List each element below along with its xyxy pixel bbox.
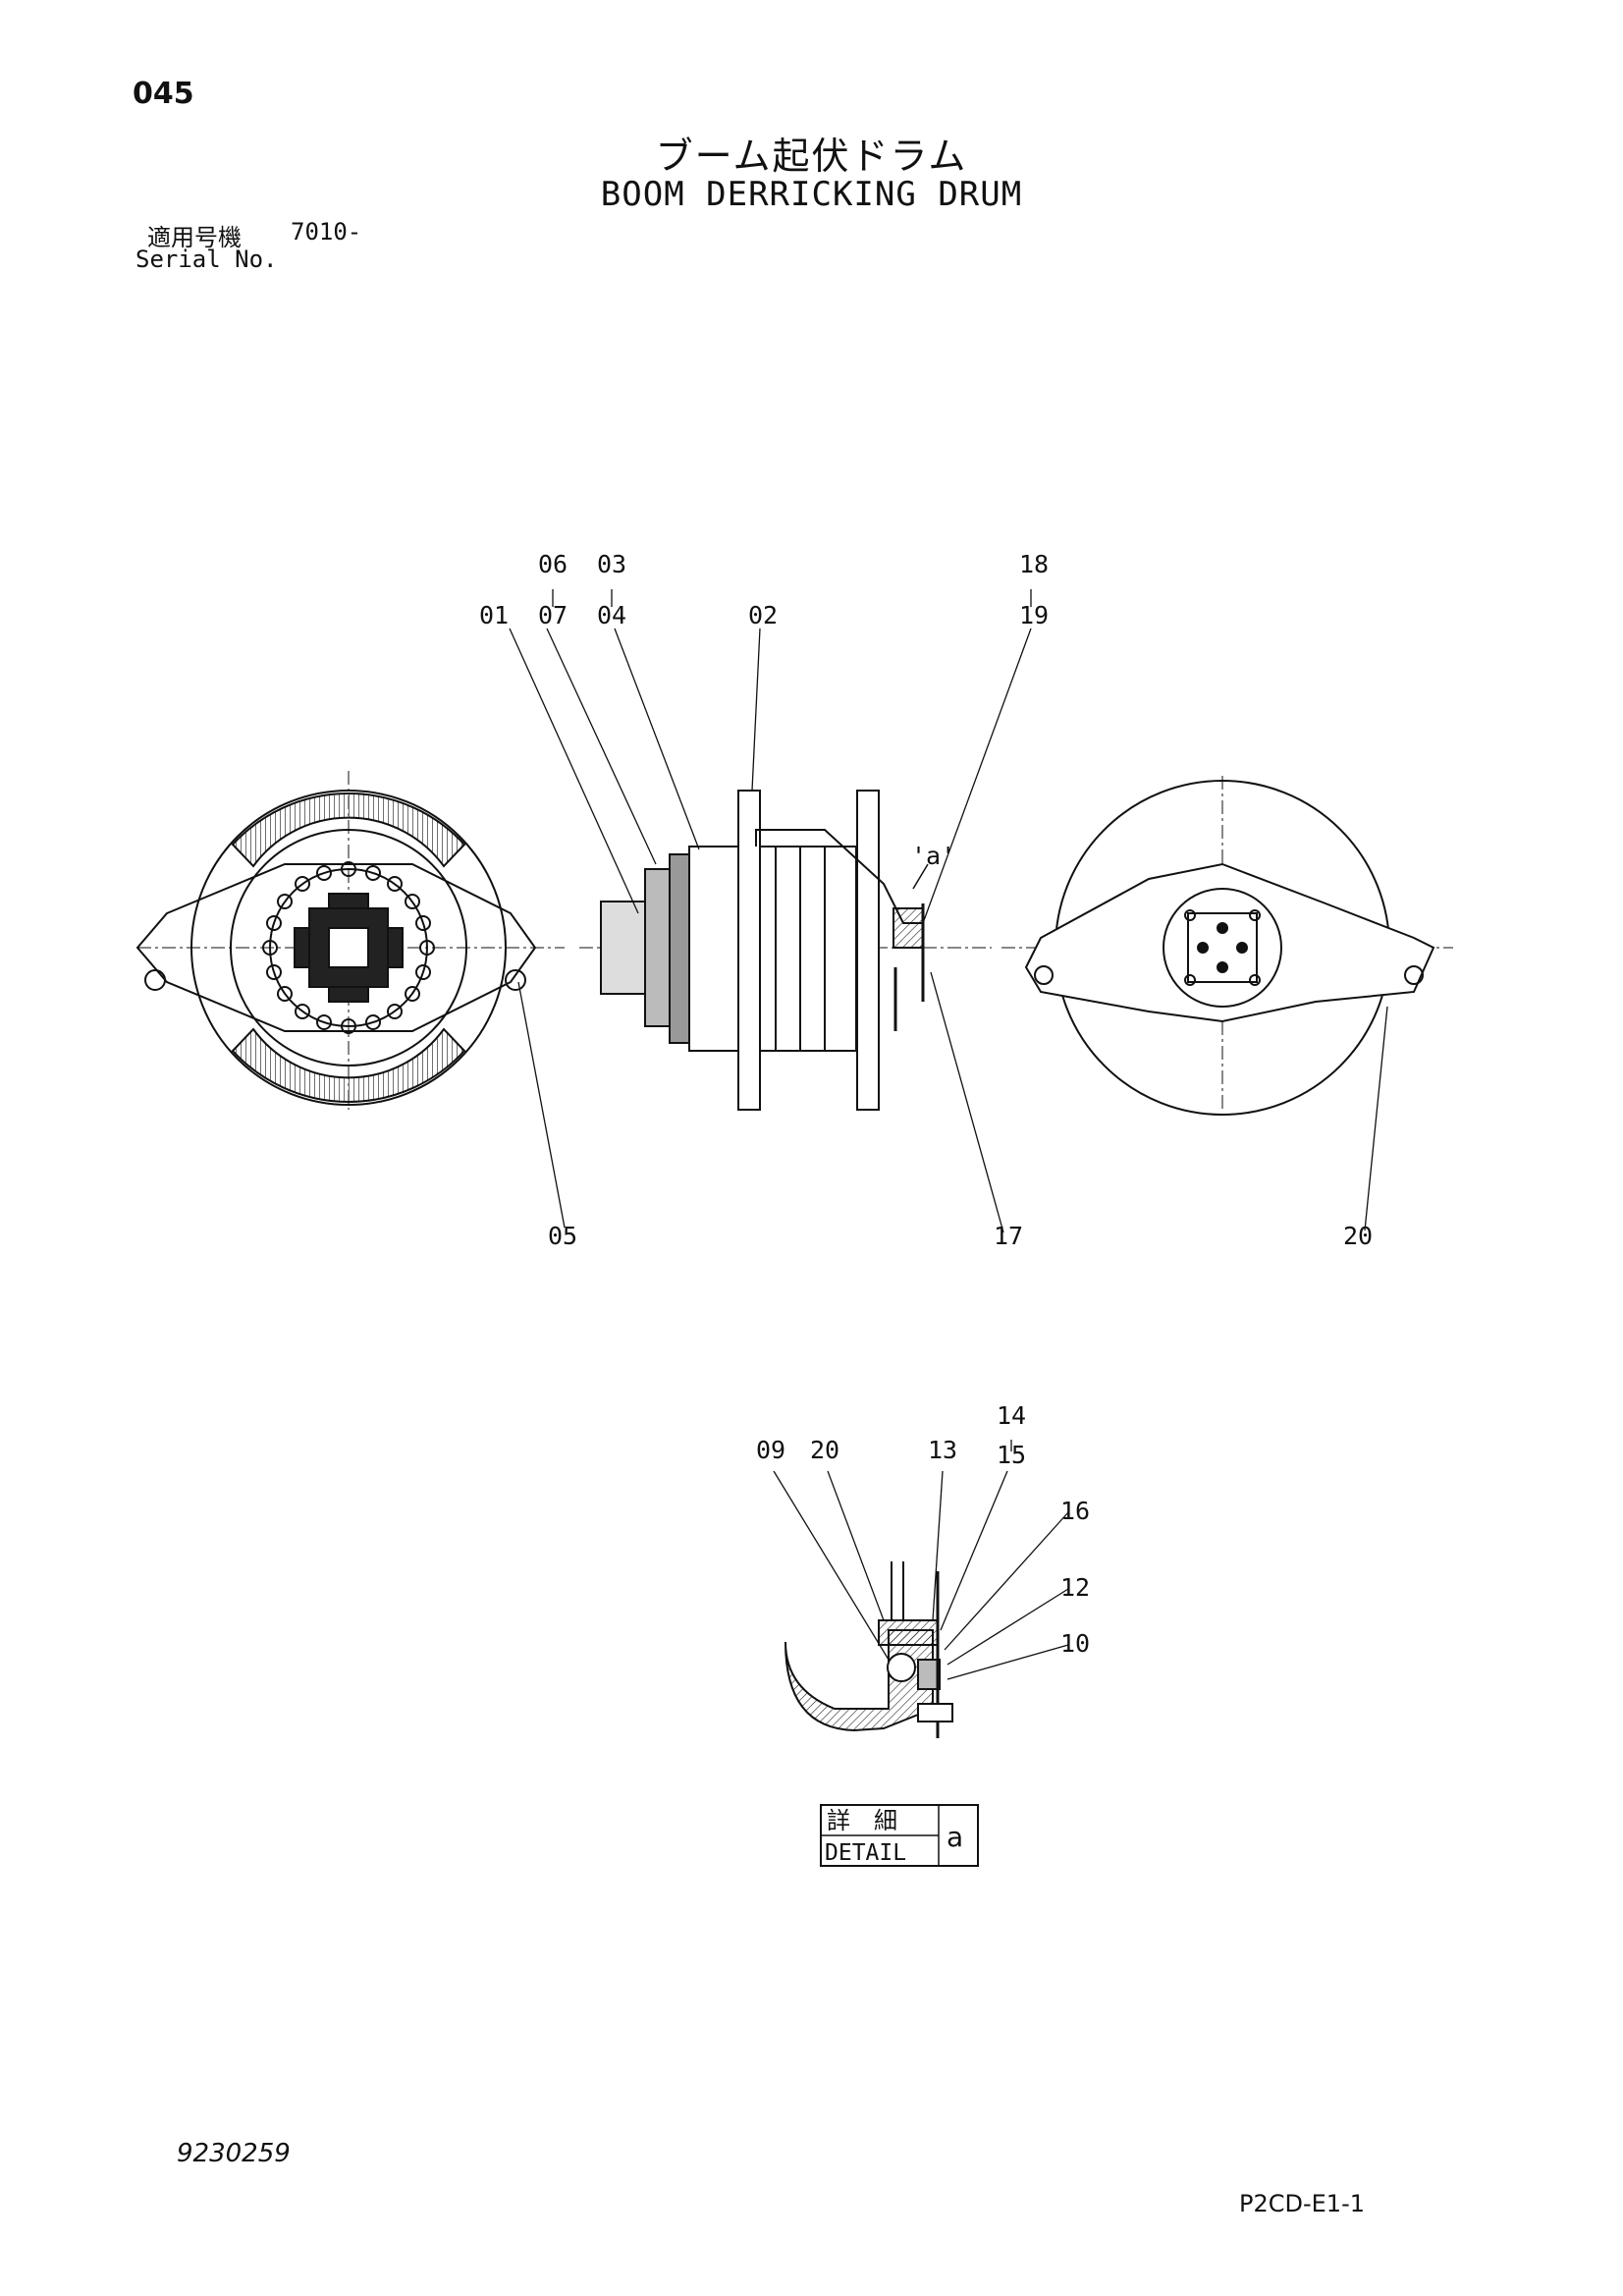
- detail-bolt: [917, 1703, 953, 1722]
- motor-hub-center: [328, 927, 369, 968]
- view-marker-a: 'a': [911, 842, 955, 870]
- callout-18: 18: [1019, 550, 1049, 578]
- callout-16: 16: [1060, 1497, 1090, 1525]
- bracket-hole-right: [505, 969, 526, 991]
- callout-01: 01: [479, 601, 509, 629]
- page-number: 045: [133, 77, 194, 111]
- drum-barrel: [747, 846, 857, 1052]
- right-end-view: [1001, 776, 1453, 1116]
- callout-20: 20: [1343, 1222, 1373, 1250]
- center-side-view: [579, 790, 992, 1111]
- drum-bottom-fins: [231, 1027, 466, 1103]
- callout-06: 06: [538, 550, 568, 578]
- callout-02: 02: [748, 601, 778, 629]
- serial-value: 7010-: [291, 218, 362, 246]
- brake-housing: [669, 853, 690, 1044]
- callout-10: 10: [1060, 1629, 1090, 1658]
- bolt-ring: [262, 861, 435, 1034]
- callout-15: 15: [997, 1441, 1026, 1469]
- callout-05: 05: [548, 1222, 577, 1250]
- callout-04: 04: [597, 601, 626, 629]
- bracket-hole-left: [144, 969, 166, 991]
- drum-flange-right: [856, 790, 880, 1111]
- end-bracket-hole-right: [1404, 965, 1424, 985]
- callout-17: 17: [994, 1222, 1023, 1250]
- callout-12: 12: [1060, 1573, 1090, 1602]
- drum-flange-left: [737, 790, 761, 1111]
- callout-19: 19: [1019, 601, 1049, 629]
- detail-a-area: [893, 907, 924, 949]
- detail-bearing-ball: [887, 1653, 916, 1682]
- leader-lines: [509, 589, 1388, 1233]
- drum-outer-circle: [190, 790, 507, 1106]
- bolt-pitch-circle: [269, 868, 428, 1027]
- left-end-view: [135, 771, 565, 1110]
- detail-bearing-housing: [878, 1619, 939, 1646]
- hydraulic-motor: [600, 901, 646, 995]
- callout-09: 09: [756, 1436, 785, 1464]
- detail-label-english: DETAIL: [825, 1840, 906, 1866]
- title-english: BOOM DERRICKING DRUM: [600, 175, 1023, 214]
- callout-14: 14: [997, 1401, 1026, 1430]
- motor-flange: [644, 868, 671, 1027]
- title-japanese: ブーム起伏ドラム: [655, 135, 968, 178]
- detail-seal: [917, 1659, 941, 1690]
- callout-13: 13: [928, 1436, 957, 1464]
- detail-leader-lines: [773, 1440, 1069, 1680]
- detail-label-box: 詳 細 DETAIL a: [820, 1804, 979, 1867]
- detail-letter: a: [947, 1821, 963, 1853]
- callout-03: 03: [597, 550, 626, 578]
- drum-rope-circle: [230, 829, 467, 1066]
- callout-20-detail: 20: [810, 1436, 839, 1464]
- shaft-flange: [1163, 888, 1282, 1008]
- page-code: P2CD-E1-1: [1239, 2190, 1366, 2217]
- detail-a-view: [784, 1561, 953, 1738]
- view-arrow: [912, 863, 929, 890]
- drawing-number: 9230259: [177, 2139, 291, 2168]
- detail-label-japanese: 詳 細: [827, 1807, 897, 1834]
- serial-label-english: Serial No.: [135, 246, 278, 273]
- callout-07: 07: [538, 601, 568, 629]
- end-bracket-hole-left: [1034, 965, 1054, 985]
- serial-label-japanese: 適用号機: [147, 224, 242, 251]
- drum-top-fins: [231, 793, 466, 868]
